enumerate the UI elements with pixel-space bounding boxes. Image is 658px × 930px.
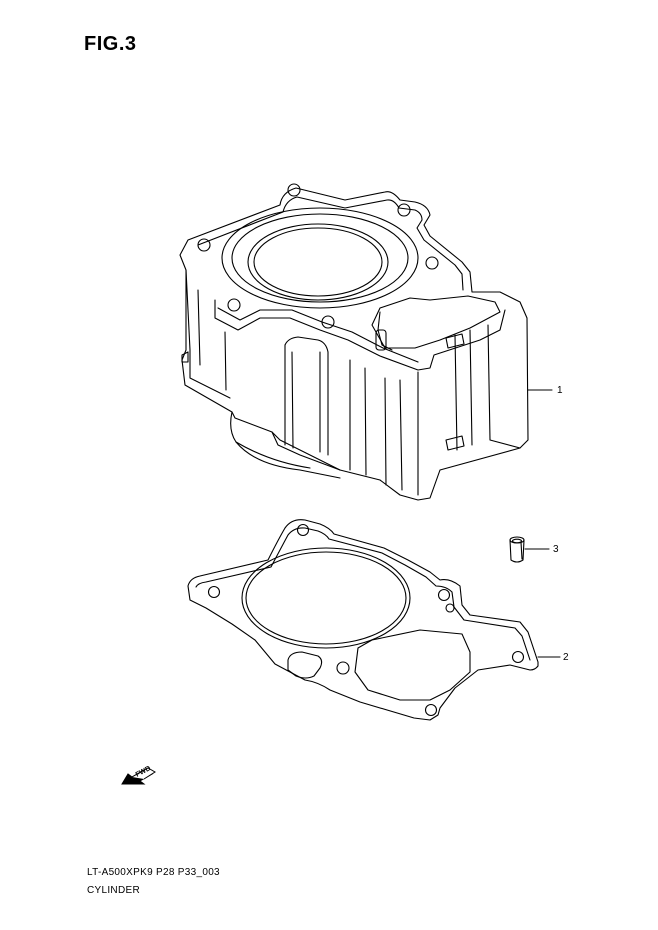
gasket-part[interactable] bbox=[187, 519, 539, 721]
diagram-code: LT-A500XPK9 P28 P33_003 bbox=[87, 867, 220, 878]
diagram-name: CYLINDER bbox=[87, 885, 140, 896]
dowel-pin-part[interactable] bbox=[509, 536, 525, 563]
fwd-arrow-icon: FWD bbox=[121, 765, 156, 785]
cylinder-part[interactable] bbox=[179, 183, 529, 501]
callout-1: 1 bbox=[557, 385, 563, 396]
callout-3: 3 bbox=[553, 544, 559, 555]
callout-2: 2 bbox=[563, 652, 569, 663]
figure-title: FIG.3 bbox=[84, 33, 137, 55]
